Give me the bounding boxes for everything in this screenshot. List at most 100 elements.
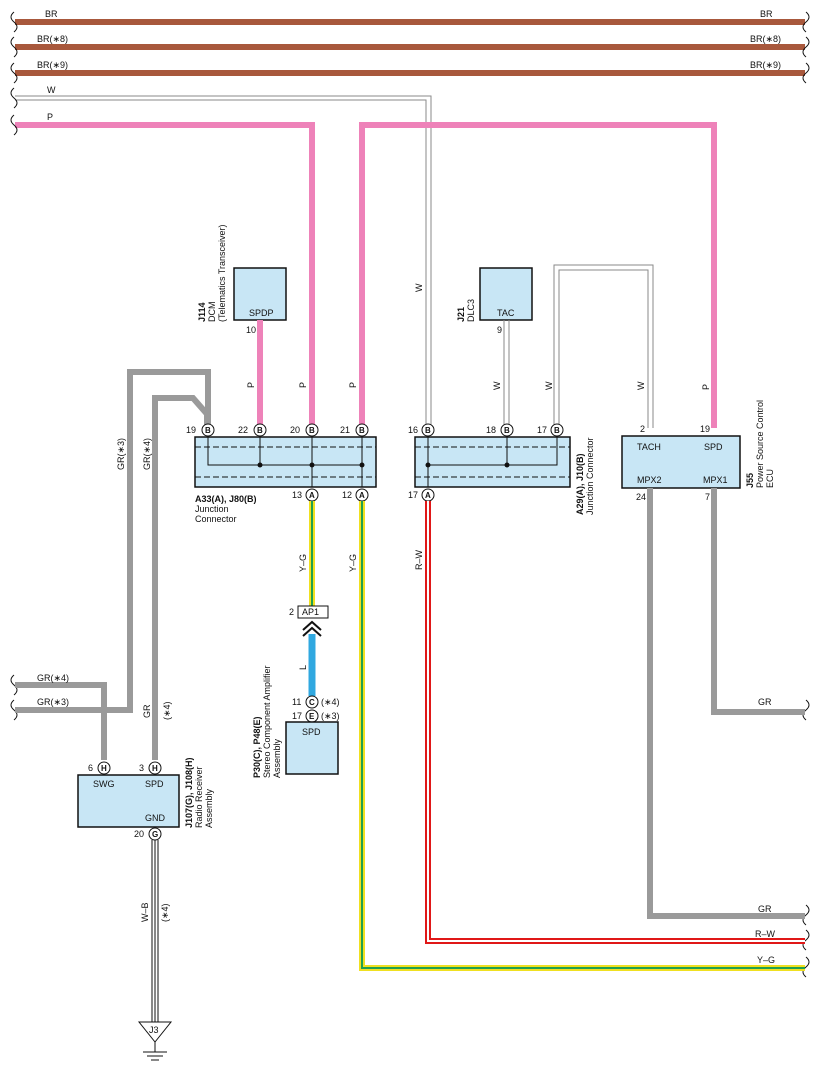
label-gr4-vert: GR(∗4) [142, 438, 152, 470]
pin-j21-9: 9 [497, 325, 502, 335]
label-p-top: P [47, 112, 53, 122]
pin-j55-19: 19 [700, 424, 710, 434]
note-p30-c: (∗4) [321, 697, 340, 707]
terminal-mpx2: MPX2 [637, 475, 662, 485]
label-rw-right: R–W [755, 929, 776, 939]
label-br9-left: BR(∗9) [37, 60, 68, 70]
letter-a33-20: B [309, 426, 315, 435]
pin-j55-24: 24 [636, 492, 646, 502]
pin-j107-6: 6 [88, 763, 93, 773]
pin-a33-21: 21 [340, 425, 350, 435]
label-p-spd: P [701, 384, 711, 390]
terminal-swg: SWG [93, 779, 115, 789]
letter-j107-h2: H [152, 764, 158, 773]
label-gr-mpx2: GR [758, 904, 772, 914]
pin-a29-16: 16 [408, 425, 418, 435]
label-br8-right: BR(∗8) [750, 34, 781, 44]
letter-a33-21: B [359, 426, 365, 435]
label-gr-spd: GR [142, 704, 152, 718]
label-w-17: W [544, 381, 554, 390]
pin-j107-20: 20 [134, 829, 144, 839]
j114-name: DCM [207, 302, 217, 323]
label-w-16: W [414, 283, 424, 292]
component-j114-dcm: SPDP 10 J114 DCM (Telematics Transceiver… [197, 224, 287, 335]
letter-j107-h1: H [101, 764, 107, 773]
ap1-id: AP1 [302, 607, 319, 617]
pin-a33-13: 13 [292, 490, 302, 500]
j21-name: DLC3 [466, 299, 476, 322]
letter-a29-18: B [504, 426, 510, 435]
component-j107-radio: H 6 H 3 SWG SPD GND G 20 J107(G), J108(H… [77, 757, 214, 841]
p30-line1: Stereo Component Amplifier [262, 665, 272, 778]
label-p-20: P [298, 382, 308, 388]
label-gr3-vert: GR(∗3) [116, 438, 126, 470]
pin-j114-10: 10 [246, 325, 256, 335]
wire-break-marks-right [802, 11, 810, 978]
letter-a33-19: B [205, 426, 211, 435]
label-gr-mpx1: GR [758, 697, 772, 707]
label-w-top: W [47, 85, 56, 95]
pin-j55-7: 7 [705, 492, 710, 502]
pin-p30-17: 17 [292, 711, 302, 721]
wire-p-top [15, 122, 717, 428]
label-n4-spd: (∗4) [162, 701, 172, 720]
wire-w-top [15, 95, 432, 428]
label-yg-12: Y–G [348, 554, 358, 572]
j107-line2: Assembly [204, 788, 214, 828]
pin-a33-12: 12 [342, 490, 352, 500]
letter-a33-12: A [359, 491, 365, 500]
label-gr4-left: GR(∗4) [37, 673, 69, 683]
letter-a29-16: B [425, 426, 431, 435]
j55-line2: ECU [765, 469, 775, 488]
terminal-tac: TAC [497, 308, 515, 318]
label-p-j114: P [246, 382, 256, 388]
pin-ap1-2: 2 [289, 607, 294, 617]
letter-p30-e: E [309, 712, 315, 721]
j114-desc: (Telematics Transceiver) [217, 224, 227, 322]
label-rw-vert: R–W [414, 549, 424, 570]
letter-a29-17: B [554, 426, 560, 435]
label-yg-right: Y–G [757, 955, 775, 965]
j55-id: J55 [745, 473, 755, 488]
label-yg-13: Y–G [298, 554, 308, 572]
pin-a29-18: 18 [486, 425, 496, 435]
letter-p30-c: C [309, 698, 315, 707]
terminal-gnd: GND [145, 813, 166, 823]
wire-gr3 [15, 369, 211, 713]
label-w-tach: W [636, 381, 646, 390]
j3-id: J3 [149, 1025, 159, 1035]
letter-a33-22: B [257, 426, 263, 435]
j107-line1: Radio Receiver [194, 766, 204, 828]
p30-id: P30(C), P48(E) [252, 716, 262, 778]
wire-gr4 [15, 395, 210, 760]
j107-id: J107(G), J108(H) [184, 757, 194, 828]
a33-line1: Junction [195, 504, 229, 514]
component-j55-ecu: TACH SPD MPX2 MPX1 2 19 24 7 J55 Power S… [621, 400, 775, 502]
wire-wb [151, 840, 159, 1022]
component-j21-dlc3: TAC 9 J21 DLC3 [456, 267, 533, 335]
terminal-tach: TACH [637, 442, 661, 452]
j21-id: J21 [456, 307, 466, 322]
letter-a29-17b: A [425, 491, 431, 500]
terminal-j107-spd: SPD [145, 779, 164, 789]
terminal-spd: SPD [704, 442, 723, 452]
a33-id: A33(A), J80(B) [195, 494, 257, 504]
pin-a29-17: 17 [537, 425, 547, 435]
letter-j107-g: G [152, 830, 158, 839]
label-l: L [298, 665, 308, 670]
j114-id: J114 [197, 302, 207, 322]
wire-yg-12 [359, 501, 805, 971]
component-p30-amplifier: C 11 (∗4) E 17 (∗3) SPD P30(C), P48(E) S… [252, 665, 340, 778]
connector-ap1: AP1 2 [289, 605, 329, 637]
p30-line2: Assembly [272, 738, 282, 778]
pin-a33-19: 19 [186, 425, 196, 435]
note-p30-e: (∗3) [321, 711, 340, 721]
label-br-right: BR [760, 9, 773, 19]
wire-break-marks-left [10, 11, 18, 721]
label-wb: W–B [140, 902, 150, 922]
wire-w-tach [553, 264, 654, 428]
pin-j107-3: 3 [139, 763, 144, 773]
a29-id: A29(A), J10(B) [575, 453, 585, 515]
pin-j55-2: 2 [640, 424, 645, 434]
